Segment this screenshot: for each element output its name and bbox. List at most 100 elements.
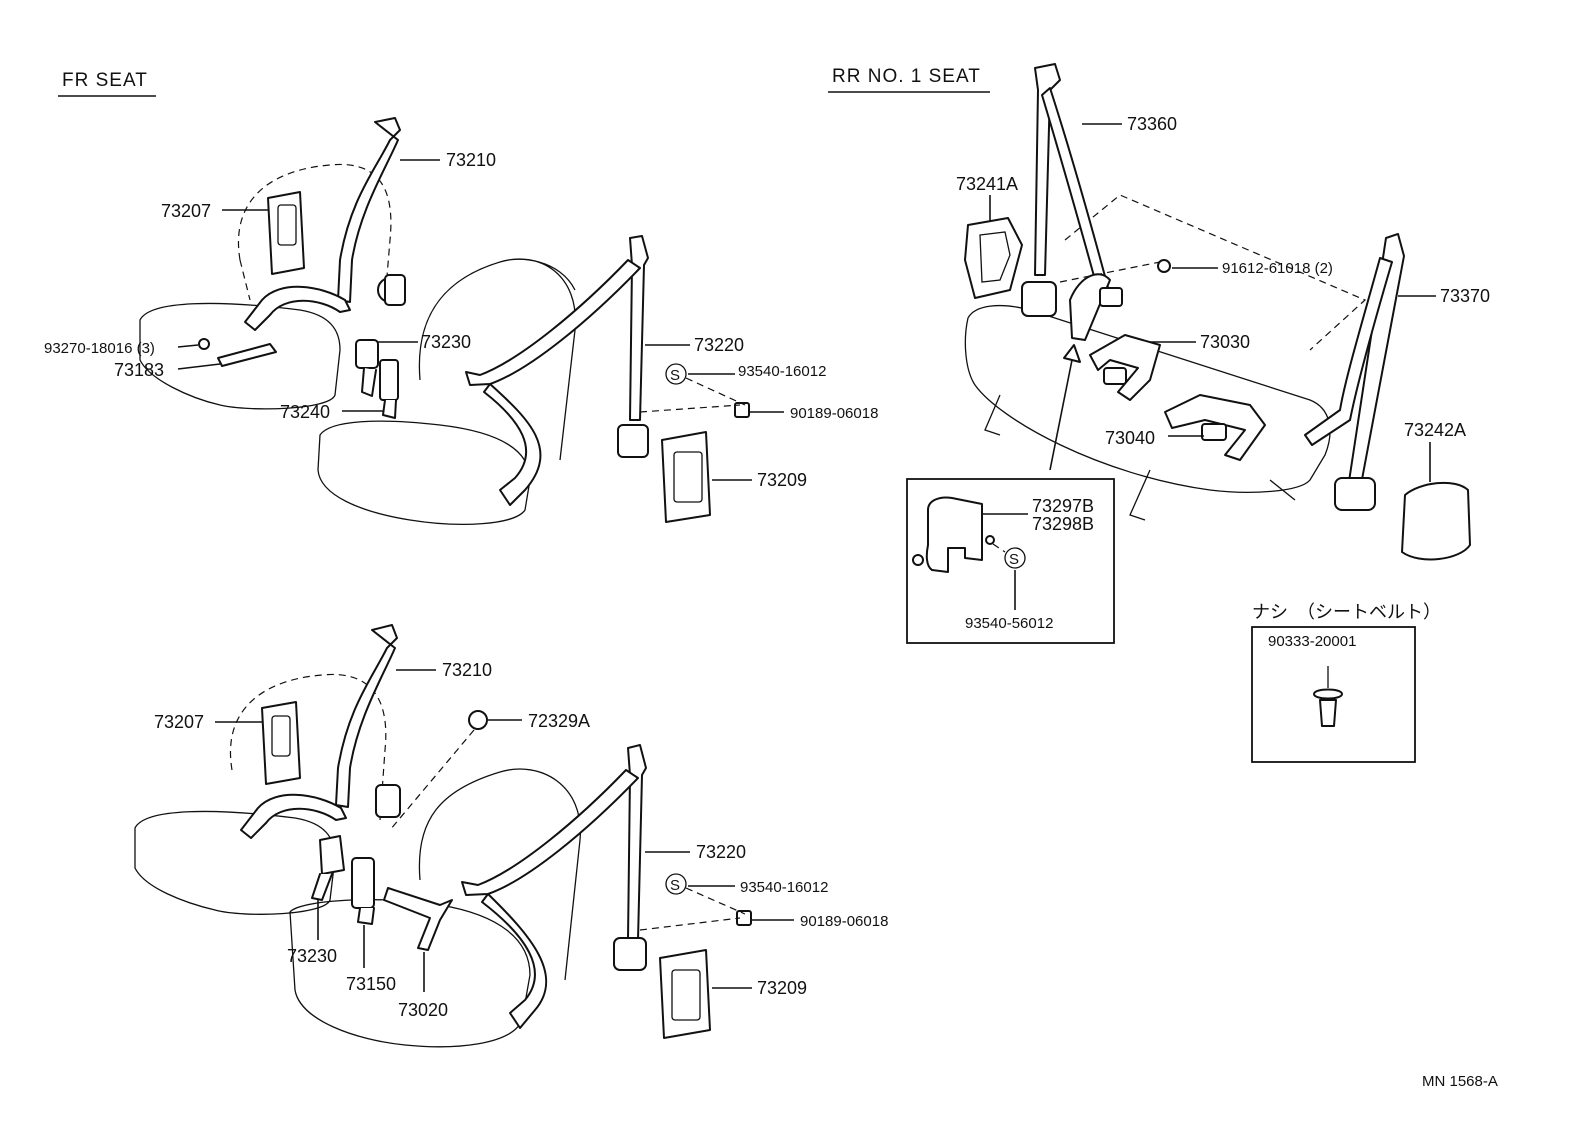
belt-73220-vertical bbox=[629, 235, 649, 421]
front-lower-left-seat-cushion bbox=[134, 810, 336, 915]
buckle-73030-latch bbox=[1103, 367, 1127, 385]
cover-73209 bbox=[661, 431, 711, 523]
rear-seat-header: RR NO. 1 SEAT bbox=[832, 66, 981, 87]
leader-73183 bbox=[177, 363, 221, 370]
front-seat-header: FR SEAT bbox=[62, 70, 148, 91]
label-73210-lower: 73210 bbox=[442, 660, 492, 680]
buckle-73040 bbox=[1164, 394, 1266, 461]
label-73030: 73030 bbox=[1200, 332, 1250, 352]
inset-dashed-guide bbox=[992, 543, 1006, 553]
label-73210-upper: 73210 bbox=[446, 150, 496, 170]
s-symbol-93540-lower bbox=[665, 873, 687, 895]
label-73298b: 73298B bbox=[1032, 514, 1094, 534]
clip-90333-body-icon bbox=[1319, 699, 1337, 727]
inset-arrow-line bbox=[1049, 359, 1073, 471]
cover-73241a bbox=[964, 217, 1023, 299]
front-lower-dashed-guides bbox=[639, 887, 746, 931]
plate-73183 bbox=[217, 343, 277, 367]
label-93540-lower: 93540-16012 bbox=[740, 879, 828, 896]
retractor-housing-73220 bbox=[617, 424, 649, 458]
front-left-seat-cushion bbox=[139, 302, 341, 410]
cover-73207-lower bbox=[261, 701, 301, 785]
rear-bench-legs bbox=[984, 394, 1296, 521]
label-73241a: 73241A bbox=[956, 174, 1018, 194]
label-73020: 73020 bbox=[398, 1000, 448, 1020]
label-73360: 73360 bbox=[1127, 114, 1177, 134]
belt-73210-lower-strap-b bbox=[240, 793, 347, 839]
buckle-73360 bbox=[1099, 287, 1123, 307]
retractor-73220-lower bbox=[613, 937, 647, 971]
belt-73360-lower bbox=[1069, 273, 1111, 341]
label-73297b: 73297B bbox=[1032, 496, 1094, 516]
leader-93270 bbox=[177, 344, 199, 348]
part-73297b-bolt bbox=[985, 535, 995, 545]
buckle-73240-anchor bbox=[382, 399, 397, 419]
belt-73370 bbox=[1347, 233, 1405, 491]
cover-73207-slot bbox=[277, 204, 297, 246]
buckle-73150 bbox=[351, 857, 375, 909]
cover-73209-inner bbox=[673, 451, 703, 503]
buckle-73230 bbox=[355, 339, 379, 369]
retractor-73360 bbox=[1021, 281, 1057, 317]
label-93540-56012: 93540-56012 bbox=[965, 615, 1053, 632]
front-upper-dashed-guides bbox=[639, 377, 746, 413]
label-73220-upper: 73220 bbox=[694, 335, 744, 355]
front-lower-right-seat-cushion bbox=[289, 899, 531, 1048]
buckle-73150-anchor bbox=[357, 907, 375, 925]
label-73242a: 73242A bbox=[1404, 420, 1466, 440]
buckle-73230-lower-strap bbox=[311, 873, 333, 901]
footer-code: MN 1568-A bbox=[1422, 1073, 1498, 1090]
label-73207-upper: 73207 bbox=[161, 201, 211, 221]
note-frame bbox=[1251, 626, 1416, 763]
rear-bench-back-outline bbox=[1064, 194, 1367, 351]
s-symbol-93540-56012 bbox=[1004, 547, 1026, 569]
note-part-number: 90333-20001 bbox=[1268, 633, 1356, 650]
buckle-73240 bbox=[379, 359, 399, 401]
label-73209-lower: 73209 bbox=[757, 978, 807, 998]
label-73183: 73183 bbox=[114, 360, 164, 380]
front-lower-right-seat-back bbox=[418, 768, 581, 981]
cover-73209-lower bbox=[659, 949, 711, 1039]
inset-box-73297b: S 73297B 73298B 93540-56012 bbox=[906, 478, 1115, 644]
buckle-73030 bbox=[1089, 334, 1161, 401]
belt-73220-lower-lap bbox=[461, 769, 639, 896]
label-73150: 73150 bbox=[346, 974, 396, 994]
label-93540-upper: 93540-16012 bbox=[738, 363, 826, 380]
cover-73209-lower-inner bbox=[671, 969, 701, 1021]
label-73040: 73040 bbox=[1105, 428, 1155, 448]
label-73230-upper: 73230 bbox=[421, 332, 471, 352]
note-caption: ナシ （シートベルト） bbox=[1252, 602, 1441, 622]
cap-72329a-guide bbox=[389, 729, 475, 831]
s-symbol-letter-inset: S bbox=[1009, 551, 1019, 568]
rear-seat-assembly: 73360 73241A 91612-61018 (2) 73370 73030… bbox=[956, 63, 1490, 561]
label-91612: 91612-61018 (2) bbox=[1222, 260, 1333, 277]
belt-73220-lower-vertical bbox=[627, 744, 647, 941]
clip-90333-head-icon bbox=[1313, 688, 1343, 700]
bolt-91612-guide bbox=[1059, 261, 1161, 283]
retractor-housing-73210 bbox=[384, 274, 406, 306]
belt-73210-lower-strap bbox=[244, 285, 351, 331]
belt-73360-right bbox=[1041, 87, 1111, 299]
part-73297b-mount bbox=[912, 554, 924, 566]
belt-73220-lower bbox=[483, 383, 542, 506]
inset-arrow-head-icon bbox=[1063, 344, 1081, 363]
inset-frame bbox=[906, 478, 1115, 644]
label-72329a: 72329A bbox=[528, 711, 590, 731]
front-lower-left-seat-back-outline bbox=[230, 673, 387, 821]
rear-bench-cushion bbox=[964, 304, 1331, 493]
label-73209-upper: 73209 bbox=[757, 470, 807, 490]
cover-73242a bbox=[1401, 481, 1471, 561]
front-right-seat-cushion bbox=[317, 420, 531, 525]
buckle-73230-lower bbox=[319, 835, 345, 875]
belt-73020 bbox=[383, 887, 453, 951]
s-symbol-letter: S bbox=[670, 367, 680, 384]
front-lower-assembly: S 73210 73207 72329A 73220 93540-16012 9… bbox=[134, 624, 888, 1048]
cap-72329a-icon bbox=[468, 710, 488, 730]
part-73297b-icon bbox=[925, 496, 983, 573]
retractor-73210-lower bbox=[375, 784, 401, 818]
cover-73207-lower-slot bbox=[271, 715, 291, 757]
label-73220-lower: 73220 bbox=[696, 842, 746, 862]
cover-73241a-inner bbox=[979, 231, 1011, 283]
label-90189-upper: 90189-06018 bbox=[790, 405, 878, 422]
